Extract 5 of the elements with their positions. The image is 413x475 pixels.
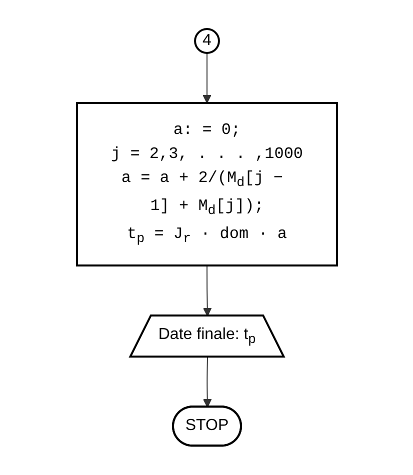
- arrow: [202, 52, 211, 104]
- node-box: a: = 0; j = 2,3, . . . ,1000 a = a + 2/(M$_{d}$[j − 1] + M$_{d}$[j]); t$_{p}$ = J$_{r}$ · dom · a: [76, 102, 338, 267]
- node-circle: 4: [194, 28, 220, 54]
- arrow: [202, 356, 212, 408]
- arrow: [202, 265, 212, 317]
